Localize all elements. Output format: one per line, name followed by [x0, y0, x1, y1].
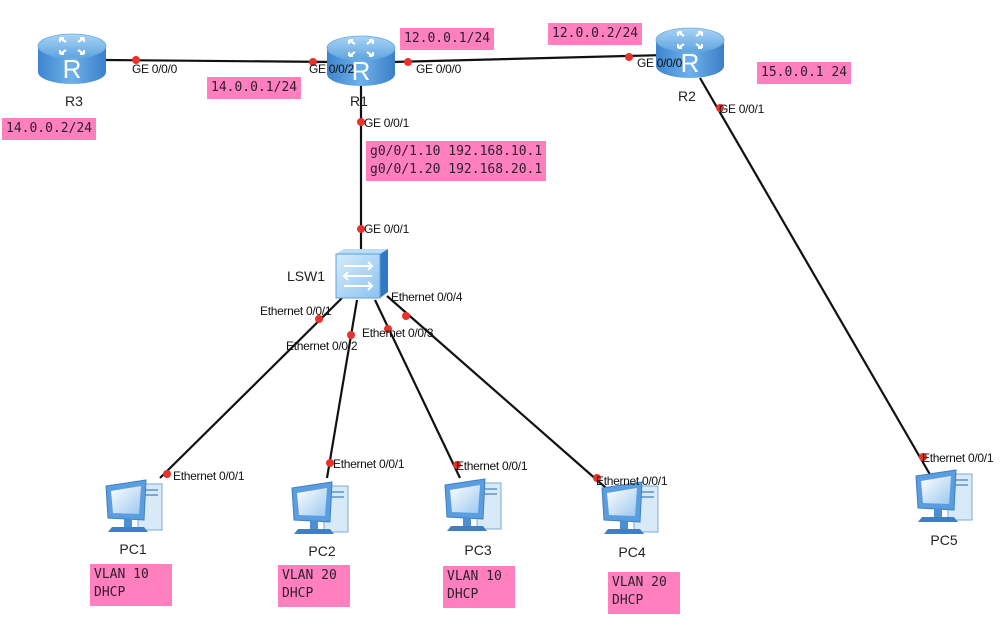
port-label-lsw1-e002: Ethernet 0/0/2	[286, 339, 358, 353]
port-dot-r1-ge002[interactable]	[309, 58, 317, 66]
port-dot-lsw1-e004[interactable]	[402, 312, 410, 320]
port-dot-pc3-e001[interactable]	[453, 461, 461, 469]
device-name-pc2: PC2	[308, 543, 335, 559]
device-name-r1: R1	[350, 93, 368, 109]
note-subinterfaces: g0/0/1.10 192.168.10.1 g0/0/1.20 192.168…	[366, 141, 547, 181]
link-lsw1-pc1[interactable]	[159, 297, 343, 479]
link-lsw1-pc4[interactable]	[386, 295, 607, 489]
device-name-pc1: PC1	[119, 541, 146, 557]
port-dot-r3-ge000[interactable]	[132, 56, 140, 64]
port-label-lsw1-e003: Ethernet 0/0/3	[362, 326, 434, 340]
device-name-r2: R2	[678, 88, 696, 104]
port-label-pc2-e001: Ethernet 0/0/1	[333, 457, 405, 471]
link-lsw1-pc2[interactable]	[325, 299, 359, 479]
pc-pc4[interactable]	[601, 481, 659, 535]
port-label-r3-ge000: GE 0/0/0	[132, 62, 178, 76]
port-dot-lsw1-ge001[interactable]	[357, 225, 365, 233]
pc-pc5[interactable]	[915, 469, 973, 523]
port-label-r2-ge001: GE 0/0/1	[719, 102, 765, 116]
device-name-lsw1: LSW1	[287, 268, 325, 284]
pc-icon	[444, 478, 502, 532]
port-dot-pc5-e001[interactable]	[919, 453, 927, 461]
port-label-pc5-e001: Ethernet 0/0/1	[922, 451, 994, 465]
router-r1[interactable]	[326, 35, 396, 87]
port-dot-r2-ge000[interactable]	[625, 53, 633, 61]
note-r3-ip: 14.0.0.2/24	[2, 118, 97, 140]
router-icon	[326, 35, 396, 87]
port-dot-r1-ge001[interactable]	[357, 118, 365, 126]
note-pc4: VLAN 20 DHCP	[608, 572, 680, 614]
port-dot-lsw1-e002[interactable]	[347, 331, 355, 339]
router-r2[interactable]	[655, 27, 725, 79]
pc-icon	[601, 481, 659, 535]
pc-icon	[291, 481, 349, 535]
note-pc1: VLAN 10 DHCP	[90, 564, 172, 606]
port-dots	[132, 53, 927, 482]
port-dot-pc1-e001[interactable]	[163, 470, 171, 478]
port-dot-r1-ge000[interactable]	[404, 58, 412, 66]
note-pc2: VLAN 20 DHCP	[278, 565, 350, 607]
port-label-r2-ge000: GE 0/0/0	[637, 56, 683, 70]
switch-icon	[335, 249, 388, 299]
router-r3[interactable]	[37, 33, 107, 85]
port-label-pc1-e001: Ethernet 0/0/1	[173, 469, 245, 483]
router-icon	[655, 27, 725, 79]
note-r2-g0-ip: 12.0.0.2/24	[548, 23, 643, 45]
port-label-r1-ge000: GE 0/0/0	[416, 62, 462, 76]
port-dot-lsw1-e001[interactable]	[315, 315, 323, 323]
port-dot-r2-ge001[interactable]	[716, 104, 724, 112]
pc-pc1[interactable]	[105, 479, 163, 533]
switch-lsw1[interactable]	[335, 249, 388, 299]
device-name-pc3: PC3	[464, 542, 491, 558]
port-dot-pc2-e001[interactable]	[326, 459, 334, 467]
note-r1-g0-ip: 12.0.0.1/24	[400, 28, 495, 50]
pc-icon	[105, 479, 163, 533]
note-r2-g1-ip: 15.0.0.1 24	[757, 62, 852, 84]
pc-pc2[interactable]	[291, 481, 349, 535]
port-label-r1-ge001: GE 0/0/1	[364, 116, 410, 130]
device-name-r3: R3	[65, 93, 83, 109]
port-dot-lsw1-e003[interactable]	[384, 325, 392, 333]
port-label-pc4-e001: Ethernet 0/0/1	[596, 474, 668, 488]
link-r2-pc5[interactable]	[699, 77, 933, 479]
pc-pc3[interactable]	[444, 478, 502, 532]
links	[105, 53, 933, 489]
router-icon	[37, 33, 107, 85]
link-r3-r1[interactable]	[105, 58, 337, 64]
device-name-pc5: PC5	[930, 532, 957, 548]
port-dot-pc4-e001[interactable]	[593, 474, 601, 482]
link-r1-r2[interactable]	[391, 53, 667, 64]
pc-icon	[915, 469, 973, 523]
note-pc3: VLAN 10 DHCP	[443, 566, 515, 608]
port-label-lsw1-e001: Ethernet 0/0/1	[260, 304, 332, 318]
port-label-lsw1-ge001: GE 0/0/1	[364, 222, 410, 236]
port-label-lsw1-e004: Ethernet 0/0/4	[391, 290, 463, 304]
port-label-r1-ge002: GE 0/0/2	[309, 62, 355, 76]
port-label-pc3-e001: Ethernet 0/0/1	[456, 459, 528, 473]
device-name-pc4: PC4	[618, 544, 645, 560]
note-r1-g2-ip: 14.0.0.1/24	[207, 77, 302, 99]
